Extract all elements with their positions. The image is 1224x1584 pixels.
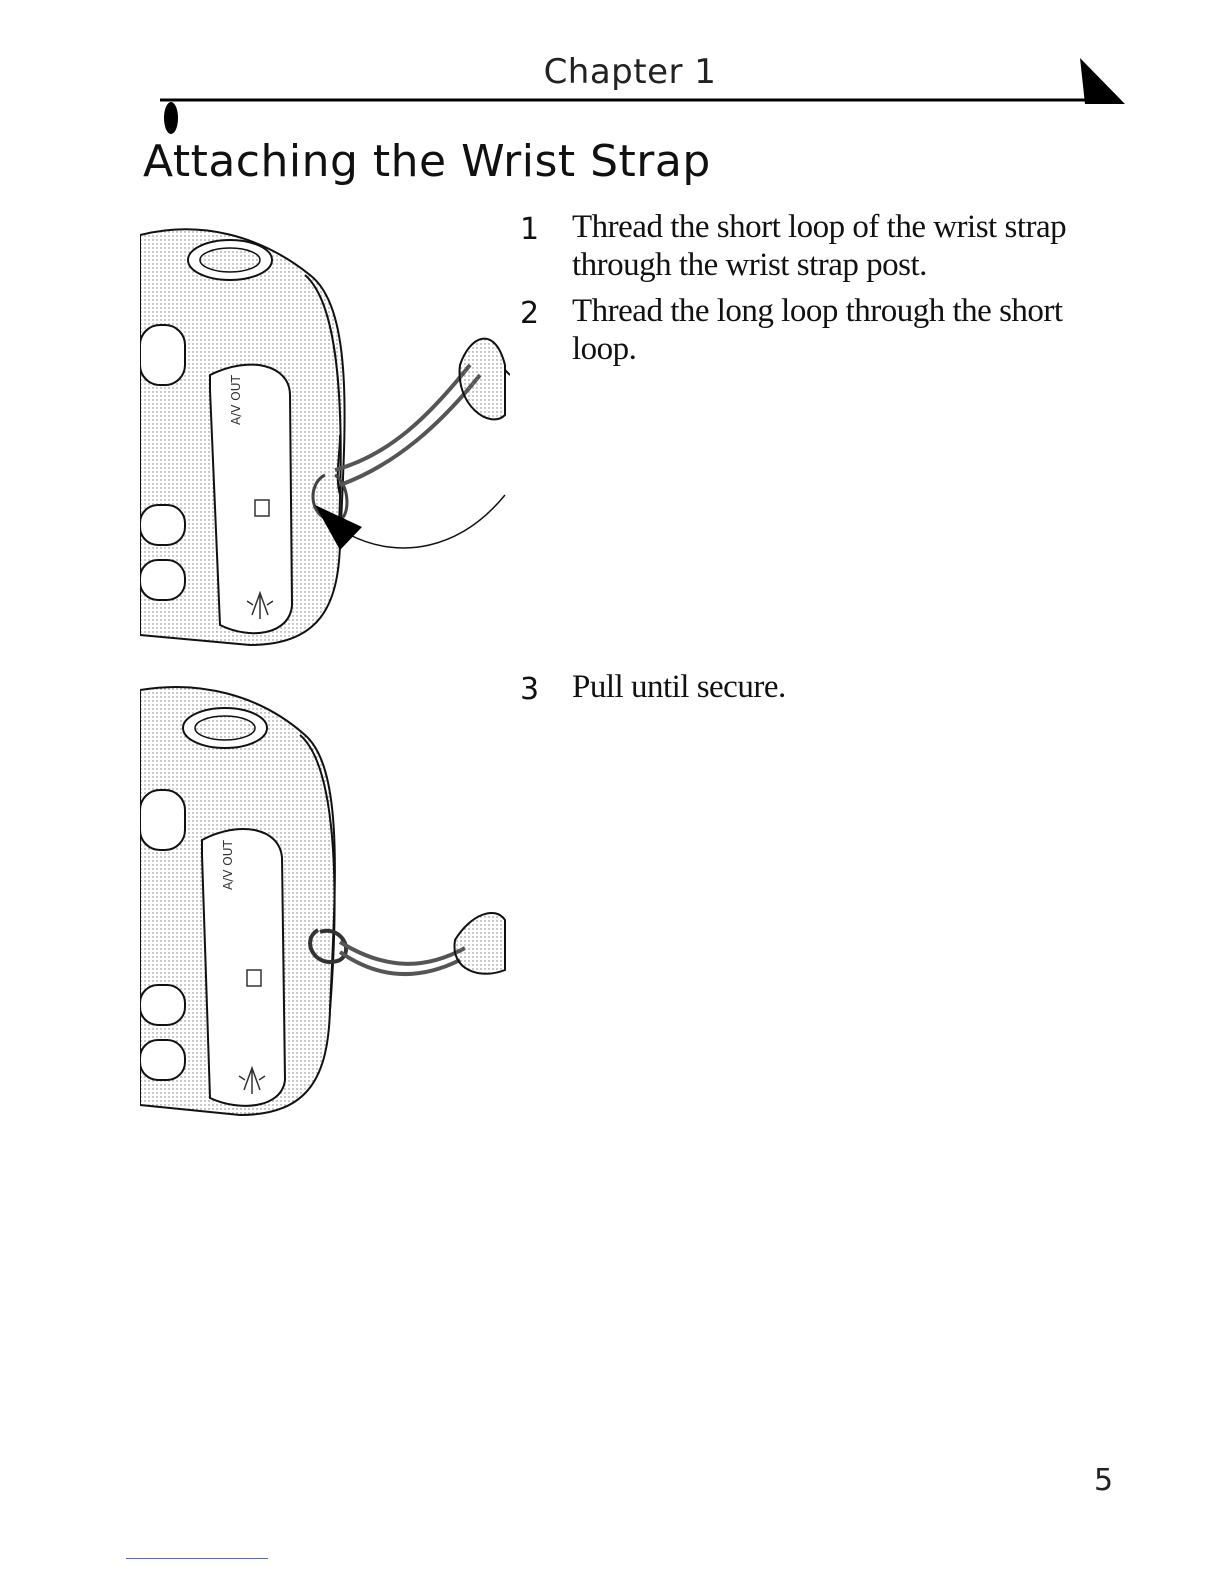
- page-number: 5: [1094, 1463, 1113, 1498]
- rule-arrow-icon: [1080, 58, 1125, 104]
- step-number: 1: [520, 212, 539, 247]
- camera-illustration-secured: A/V OUT: [140, 680, 510, 1120]
- footer-divider: [126, 1558, 268, 1559]
- step-text: Thread the long loop through the short l…: [572, 292, 1072, 368]
- chapter-rule: [140, 50, 1130, 140]
- step-text: Pull until secure.: [572, 668, 1072, 706]
- av-out-label: A/V OUT: [221, 839, 235, 890]
- rule-dot-icon: [164, 102, 178, 134]
- step-text: Thread the short loop of the wrist strap…: [572, 208, 1072, 284]
- av-out-label: A/V OUT: [229, 374, 243, 425]
- step-number: 3: [520, 672, 539, 707]
- page-title: Attaching the Wrist Strap: [143, 136, 711, 187]
- camera-illustration-threading: A/V OUT: [140, 215, 510, 655]
- step-number: 2: [520, 296, 539, 331]
